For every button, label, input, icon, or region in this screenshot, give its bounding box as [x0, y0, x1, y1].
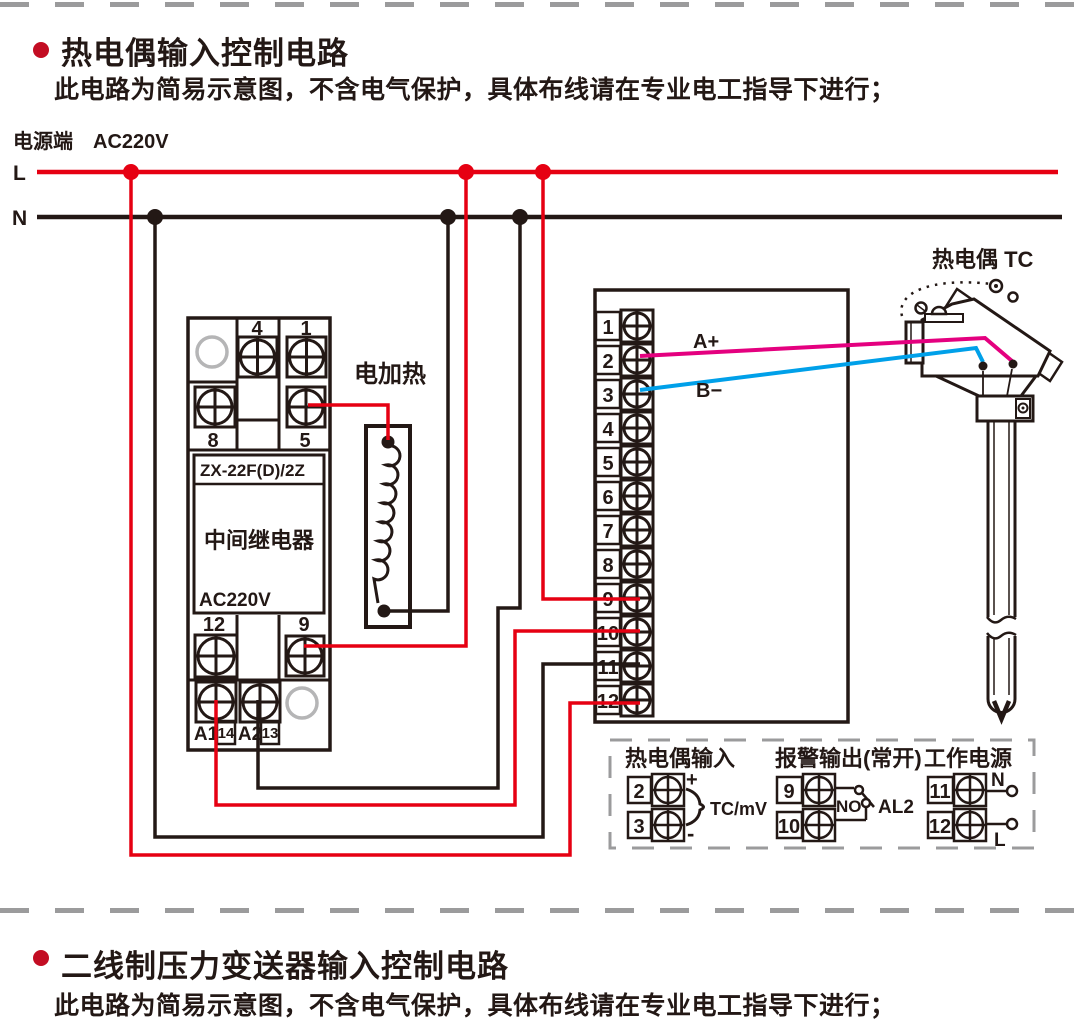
legend-border [608, 738, 1036, 850]
svg-text:7: 7 [602, 521, 613, 543]
relay-terminal-a1: A1 [194, 724, 219, 745]
heater-top-node [381, 435, 395, 449]
section1-subtitle: 此电路为简易示意图，不含电气保护，具体布线请在专业电工指导下进行； [54, 76, 896, 104]
wire-A1-to-terminal10 [214, 629, 640, 807]
supply-leads-icon [986, 784, 1019, 831]
svg-text:+: + [686, 769, 698, 791]
relay-mount-hole-bottom [285, 686, 319, 720]
svg-text:TC/mV: TC/mV [710, 799, 767, 819]
svg-text:报警输出(常开): 报警输出(常开) [775, 746, 922, 771]
wire-a-plus [639, 335, 1014, 363]
section2-title: 二线制压力变送器输入控制电路 [61, 949, 509, 984]
wire-N-to-A2 [256, 217, 522, 790]
wire-L-to-relay9 [304, 172, 468, 648]
svg-text:热电偶输入: 热电偶输入 [625, 746, 735, 771]
wire-relay5-to-heater [308, 403, 390, 440]
relay-screw-1 [285, 335, 328, 379]
relay-screw-12 [193, 633, 239, 679]
svg-text:4: 4 [602, 419, 614, 441]
section1-bullet-icon [33, 42, 49, 58]
relay-screw-4 [236, 335, 279, 379]
live-label: L [13, 162, 26, 185]
relay-terminal-14: 14 [218, 725, 235, 742]
legend: 热电偶输入 2 3 + - TC/mV 报警输出(常开) [608, 738, 1036, 851]
controller: 1 2 3 4 5 6 7 8 9 10 11 12 [593, 288, 850, 724]
relay-terminal-8: 8 [207, 430, 218, 452]
relay-terminal-4: 4 [251, 318, 263, 340]
svg-text:10: 10 [778, 816, 800, 838]
section1-title: 热电偶输入控制电路 [61, 36, 349, 71]
b-minus-label: B− [696, 380, 722, 402]
svg-text:L: L [994, 830, 1006, 851]
sensor-wires: A+ B− [639, 331, 1018, 402]
probe-break-top [986, 615, 1017, 624]
heater-label: 电加热 [354, 361, 426, 388]
svg-text:3: 3 [633, 816, 644, 838]
svg-text:工作电源: 工作电源 [924, 746, 1012, 771]
relay-screw-5 [285, 385, 327, 429]
controller-terminals: 1 2 3 4 5 6 7 8 9 10 11 12 [594, 308, 655, 718]
relay-screw-a2 [238, 680, 282, 724]
section2-bullet-icon [33, 950, 49, 966]
svg-text:AL2: AL2 [878, 797, 914, 818]
relay-terminal-1: 1 [300, 318, 311, 340]
svg-text:11: 11 [929, 781, 950, 803]
relay-terminal-13: 13 [262, 725, 279, 742]
brace-icon [685, 787, 705, 827]
section2-subtitle: 此电路为简易示意图，不含电气保护，具体布线请在专业电工指导下进行； [54, 992, 896, 1020]
live-wires [129, 172, 640, 857]
wire-heater-to-N [384, 217, 450, 613]
svg-text:2: 2 [633, 781, 644, 803]
svg-text:2: 2 [602, 351, 613, 373]
neutral-wires [153, 217, 640, 839]
relay-voltage: AC220V [199, 590, 271, 611]
relay-name: 中间继电器 [204, 528, 315, 553]
svg-text:12: 12 [929, 816, 951, 838]
svg-text:3: 3 [602, 385, 613, 407]
svg-text:9: 9 [783, 781, 794, 803]
relay-screw-9 [284, 634, 326, 678]
a-plus-label: A+ [693, 331, 719, 353]
no-switch-icon [835, 784, 875, 822]
relay-terminal-5: 5 [299, 430, 310, 452]
neutral-label: N [12, 207, 27, 230]
wire-N-to-terminal11 [153, 217, 640, 839]
svg-text:1: 1 [602, 317, 613, 339]
probe-break-bottom [986, 631, 1017, 640]
probe-tip-arrow-icon [991, 700, 1012, 725]
relay-screw-8 [193, 385, 237, 429]
svg-text:6: 6 [602, 487, 613, 509]
svg-text:N: N [991, 770, 1005, 791]
relay-model: ZX-22F(D)/2Z [200, 461, 305, 480]
svg-text:-: - [687, 821, 694, 846]
power-label: 电源端 AC220V [13, 130, 169, 153]
thermocouple-probe [935, 368, 1038, 725]
heater: 电加热 [354, 361, 426, 629]
legend-alarm: 报警输出(常开) 9 10 NO AL2 [775, 746, 922, 843]
heater-coil-icon [370, 444, 402, 604]
relay-mount-hole-top [195, 335, 229, 369]
svg-text:NO: NO [836, 797, 862, 816]
power-rails: 电源端 AC220V L N [12, 130, 1062, 230]
relay-terminal-a2: A2 [238, 724, 262, 745]
wire-L-to-terminal9 [541, 172, 640, 601]
svg-text:8: 8 [602, 555, 613, 577]
svg-text:11: 11 [597, 657, 618, 679]
legend-supply: 工作电源 11 12 N L [924, 746, 1019, 851]
thermocouple: 热电偶 TC [900, 247, 1064, 725]
wire-L-to-terminal12 [129, 172, 640, 857]
relay-terminal-9: 9 [298, 614, 309, 636]
thermocouple-label: 热电偶 TC [932, 247, 1034, 272]
svg-text:10: 10 [597, 623, 619, 645]
middle-dashed-divider [0, 908, 1080, 913]
top-dashed-divider [0, 2, 1080, 7]
relay-terminal-12: 12 [203, 614, 225, 636]
legend-tc-input: 热电偶输入 2 3 + - TC/mV [625, 746, 767, 846]
wire-b-minus [639, 345, 985, 392]
svg-text:5: 5 [602, 453, 613, 475]
relay: 4 1 8 5 ZX-22F(D)/2Z [186, 316, 332, 752]
